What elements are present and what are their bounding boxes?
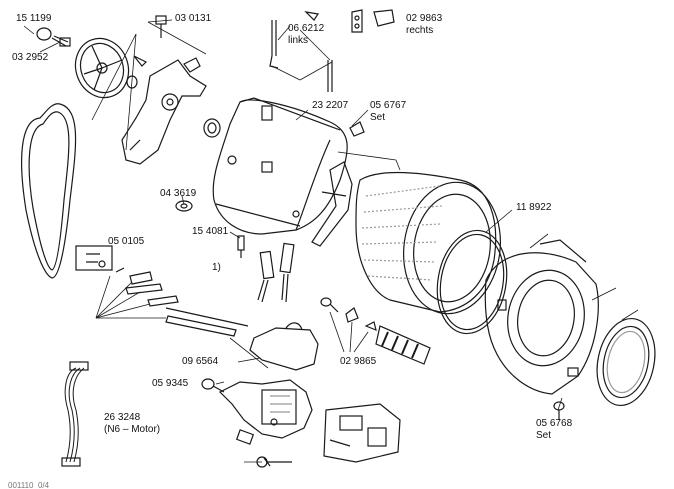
label-151199: 15 1199 (16, 13, 52, 24)
front-tub (484, 239, 599, 395)
clip-056767 (349, 121, 365, 137)
label-050105: 05 0105 (108, 236, 145, 247)
label-096564: 09 6564 (182, 356, 219, 367)
foam-strip (375, 325, 431, 365)
label-056768: 05 6768 (536, 418, 573, 429)
spring-clip-rechts (351, 9, 363, 33)
motor-bolt (235, 429, 292, 468)
label-232207: 23 2207 (312, 100, 349, 111)
wire-harness (61, 361, 89, 467)
screw-059345 (201, 378, 225, 393)
spring-hook-links (304, 11, 320, 21)
label-n6-motor: (N6 – Motor) (104, 424, 161, 435)
label-029865: 02 9865 (340, 356, 377, 367)
label-rechts: rechts (406, 25, 434, 36)
drum-cross (121, 57, 207, 165)
washer-bolt (126, 55, 148, 89)
drawing-reference: 001110_0/4 (8, 481, 50, 489)
leader-fan (95, 275, 166, 319)
shock-absorber-left (257, 250, 275, 303)
label-032952: 03 2952 (12, 52, 49, 63)
motor (218, 379, 313, 439)
label-066212: 06 6212 (288, 23, 325, 34)
spring-right (327, 60, 333, 92)
door-gasket (596, 317, 656, 407)
drum-pulley (74, 37, 130, 99)
rear-tub (212, 97, 348, 235)
leader-lines (23, 19, 639, 463)
label-154081: 15 4081 (192, 226, 229, 237)
insulation-sheet (249, 322, 319, 371)
drum (355, 171, 502, 315)
label-118922: 11 8922 (516, 202, 552, 213)
heater-brackets (115, 267, 249, 337)
screw-030131 (155, 15, 167, 38)
label-059345: 05 9345 (152, 378, 189, 389)
label-set-2: Set (536, 430, 552, 441)
screw-set-029865 (320, 297, 377, 331)
drum-spider (311, 161, 353, 247)
shock-absorber-right (279, 242, 295, 303)
label-030131: 03 0131 (175, 13, 212, 24)
motor-module (323, 403, 401, 463)
tub-seal-ring (436, 229, 508, 335)
spring-left (269, 20, 279, 69)
label-set-1: Set (370, 112, 386, 123)
screw-056768 (553, 401, 565, 420)
heating-element (75, 245, 113, 271)
label-029863: 02 9863 (406, 13, 443, 24)
label-links: links (288, 35, 309, 46)
label-note-1: 1) (212, 262, 221, 273)
bearing-ring (203, 118, 221, 138)
part-154081 (237, 235, 245, 258)
label-056767: 05 6767 (370, 100, 407, 111)
clip-029863 (373, 9, 395, 27)
label-263248: 26 3248 (104, 412, 141, 423)
label-043619: 04 3619 (160, 188, 197, 199)
pulley-bolt (36, 27, 71, 47)
drive-belt (21, 103, 77, 279)
